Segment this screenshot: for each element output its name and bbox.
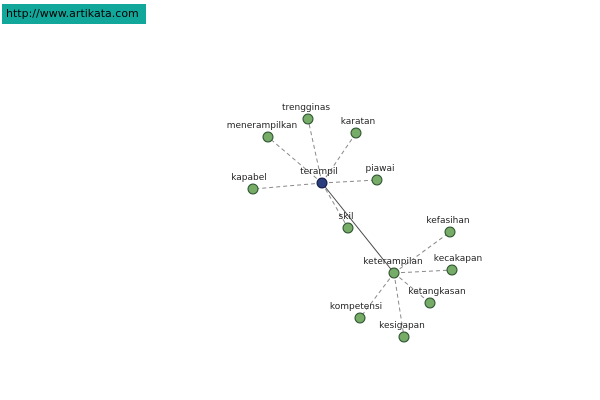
graph-label-trengginas[interactable]: trengginas: [282, 103, 330, 113]
graph-node-kompetensi[interactable]: [354, 312, 366, 324]
graph-node-keterampilan[interactable]: [388, 267, 400, 279]
graph-node-skil[interactable]: [342, 222, 354, 234]
graph-node-ketangkasan[interactable]: [424, 297, 436, 309]
graph-edge-keterampilan-kecakapan: [393, 269, 453, 274]
graph-edge-terampil-keterampilan: [321, 182, 395, 274]
graph-edge-keterampilan-ketangkasan: [393, 272, 431, 304]
graph-node-karatan[interactable]: [350, 127, 362, 139]
graph-node-kapabel[interactable]: [247, 183, 259, 195]
url-bar[interactable]: http://www.artikata.com: [2, 4, 146, 24]
graph-node-terampil[interactable]: [316, 177, 328, 189]
graph-edge-keterampilan-kefasihan: [393, 231, 451, 274]
graph-label-terampil[interactable]: terampil: [300, 167, 338, 177]
graph-label-keterampilan[interactable]: keterampilan: [363, 257, 422, 267]
graph-edge-terampil-kapabel: [252, 182, 323, 190]
graph-node-kefasihan[interactable]: [444, 226, 456, 238]
graph-label-kapabel[interactable]: kapabel: [231, 173, 267, 183]
graph-node-kesigapan[interactable]: [398, 331, 410, 343]
graph-node-menerampilkan[interactable]: [262, 131, 274, 143]
graph-label-ketangkasan[interactable]: ketangkasan: [408, 287, 465, 297]
graph-label-kecakapan[interactable]: kecakapan: [434, 254, 482, 264]
label-layer: terampil trengginas karatan menerampilkan ka…: [227, 103, 482, 331]
graph-node-trengginas[interactable]: [302, 113, 314, 125]
edge-layer: [252, 118, 453, 338]
graph-label-karatan[interactable]: karatan: [341, 117, 376, 127]
graph-node-kecakapan[interactable]: [446, 264, 458, 276]
graph-label-kesigapan[interactable]: kesigapan: [379, 321, 425, 331]
graph-edge-keterampilan-kesigapan: [393, 272, 405, 338]
graph-edge-keterampilan-kompetensi: [359, 272, 395, 319]
graph-edge-terampil-piawai: [321, 179, 378, 184]
graph-edge-terampil-skil: [321, 182, 349, 229]
graph-label-skil[interactable]: skil: [339, 212, 354, 222]
node-layer: [247, 113, 458, 343]
graph-label-kefasihan[interactable]: kefasihan: [426, 216, 469, 226]
graph-node-piawai[interactable]: [371, 174, 383, 186]
graph-label-piawai[interactable]: piawai: [365, 164, 394, 174]
graph-edge-terampil-trengginas: [307, 118, 323, 184]
graph-label-menerampilkan[interactable]: menerampilkan: [227, 121, 298, 131]
graph-edge-terampil-karatan: [321, 132, 357, 184]
graph-edge-terampil-menerampilkan: [267, 136, 323, 184]
graph-label-kompetensi[interactable]: kompetensi: [330, 302, 382, 312]
